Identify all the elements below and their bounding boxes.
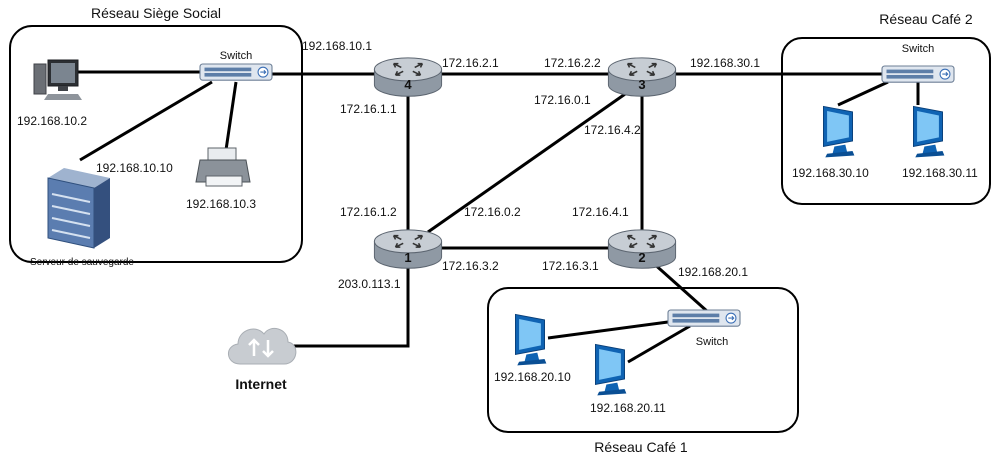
router-2-number: 2 xyxy=(638,250,645,265)
internet-label: Internet xyxy=(235,376,287,392)
if-r1-to-r3: 172.16.0.2 xyxy=(464,205,521,219)
printer-ip: 192.168.10.3 xyxy=(186,197,256,211)
if-r1-to-r2: 172.16.3.2 xyxy=(442,259,499,273)
if-r2-to-r1: 172.16.3.1 xyxy=(542,259,599,273)
zone-title-cafe2: Réseau Café 2 xyxy=(879,11,973,27)
if-r4-to-r3: 172.16.2.1 xyxy=(442,56,499,70)
router-3: 3 xyxy=(607,57,677,98)
cafe1-pc1-monitor-icon xyxy=(514,313,547,366)
switch-cafe2-icon xyxy=(881,65,955,83)
router-4: 4 xyxy=(373,57,443,98)
server-ip: 192.168.10.10 xyxy=(96,161,173,175)
backup-server-icon xyxy=(47,168,110,249)
if-r3-to-r1: 172.16.0.1 xyxy=(534,93,591,107)
if-r4-lan: 192.168.10.1 xyxy=(302,39,372,53)
link-switch1-pc2 xyxy=(627,324,691,364)
cafe2-pc2-monitor-icon xyxy=(912,105,945,158)
cafe2-pc1-monitor-icon xyxy=(822,105,855,158)
router-3-number: 3 xyxy=(638,77,645,92)
zone-cafe1 xyxy=(487,287,799,433)
cafe2-pc2-ip: 192.168.30.11 xyxy=(902,166,978,180)
router-4-number: 4 xyxy=(404,77,412,92)
switch-cafe1-label: Switch xyxy=(696,336,728,348)
if-r2-to-r3: 172.16.4.1 xyxy=(572,205,629,219)
if-r4-to-r1: 172.16.1.1 xyxy=(340,102,397,116)
zone-title-cafe1: Réseau Café 1 xyxy=(594,439,688,455)
link-r2-switch-cafe1 xyxy=(651,260,709,314)
link-r1-internet xyxy=(292,262,410,348)
if-r3-to-r4: 172.16.2.2 xyxy=(544,56,601,70)
link-switch2-pc1 xyxy=(837,80,889,107)
router-2: 2 xyxy=(607,229,677,270)
link-switch-server xyxy=(79,80,213,162)
pc-siege-ip: 192.168.10.2 xyxy=(17,114,87,128)
printer-icon xyxy=(195,147,251,187)
server-name: Serveur de sauvegarde xyxy=(30,257,134,268)
cafe1-pc2-monitor-icon xyxy=(594,343,627,396)
zone-title-siege: Réseau Siège Social xyxy=(91,5,221,21)
link-switch1-pc1 xyxy=(547,320,669,340)
switch-siege-icon xyxy=(199,63,273,81)
if-r2-lan: 192.168.20.1 xyxy=(678,265,748,279)
internet-cloud-icon xyxy=(228,327,297,365)
router-1: 1 xyxy=(373,229,443,270)
zone-siege xyxy=(9,25,303,263)
switch-cafe2-label: Switch xyxy=(902,43,934,55)
router-1-number: 1 xyxy=(404,250,411,265)
switch-siege-label: Switch xyxy=(220,50,252,62)
cafe1-pc1-ip: 192.168.20.10 xyxy=(494,370,571,384)
link-switch-printer xyxy=(224,81,238,151)
desktop-pc-icon xyxy=(33,59,82,100)
switch-cafe1-icon xyxy=(667,309,741,327)
cafe2-pc1-ip: 192.168.30.10 xyxy=(792,166,869,180)
if-r3-lan: 192.168.30.1 xyxy=(690,56,760,70)
cafe1-pc2-ip: 192.168.20.11 xyxy=(590,401,666,415)
zone-cafe2 xyxy=(781,37,991,205)
if-r1-to-r4: 172.16.1.2 xyxy=(340,205,397,219)
link-r3-r1 xyxy=(427,90,629,234)
if-r3-to-r2: 172.16.4.2 xyxy=(584,123,641,137)
if-r1-wan: 203.0.113.1 xyxy=(338,277,401,291)
